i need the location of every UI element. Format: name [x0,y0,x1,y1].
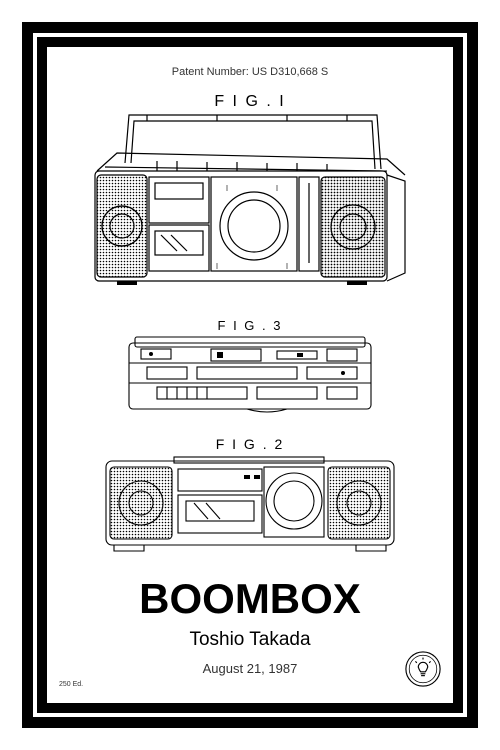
figure-3-boombox-top-view [128,336,372,413]
figure-2-boombox-front-view [105,456,395,552]
figure-3-label: F I G . 3 [217,318,283,333]
patent-date: August 21, 1987 [202,661,298,676]
figure-1-label: F I G . I [214,93,286,110]
poster-sheet: Patent Number: US D310,668 S F I G . I [47,47,453,703]
figure-2-label: F I G . 2 [215,436,285,452]
edition-note: 250 Ed. [59,681,84,688]
lightbulb-seal-icon [405,651,441,687]
figure-1-boombox-perspective [94,114,406,285]
inventor-name: Toshio Takada [189,629,311,650]
patent-number: Patent Number: US D310,668 S [171,66,329,78]
poster-title: BOOMBOX [139,575,361,622]
